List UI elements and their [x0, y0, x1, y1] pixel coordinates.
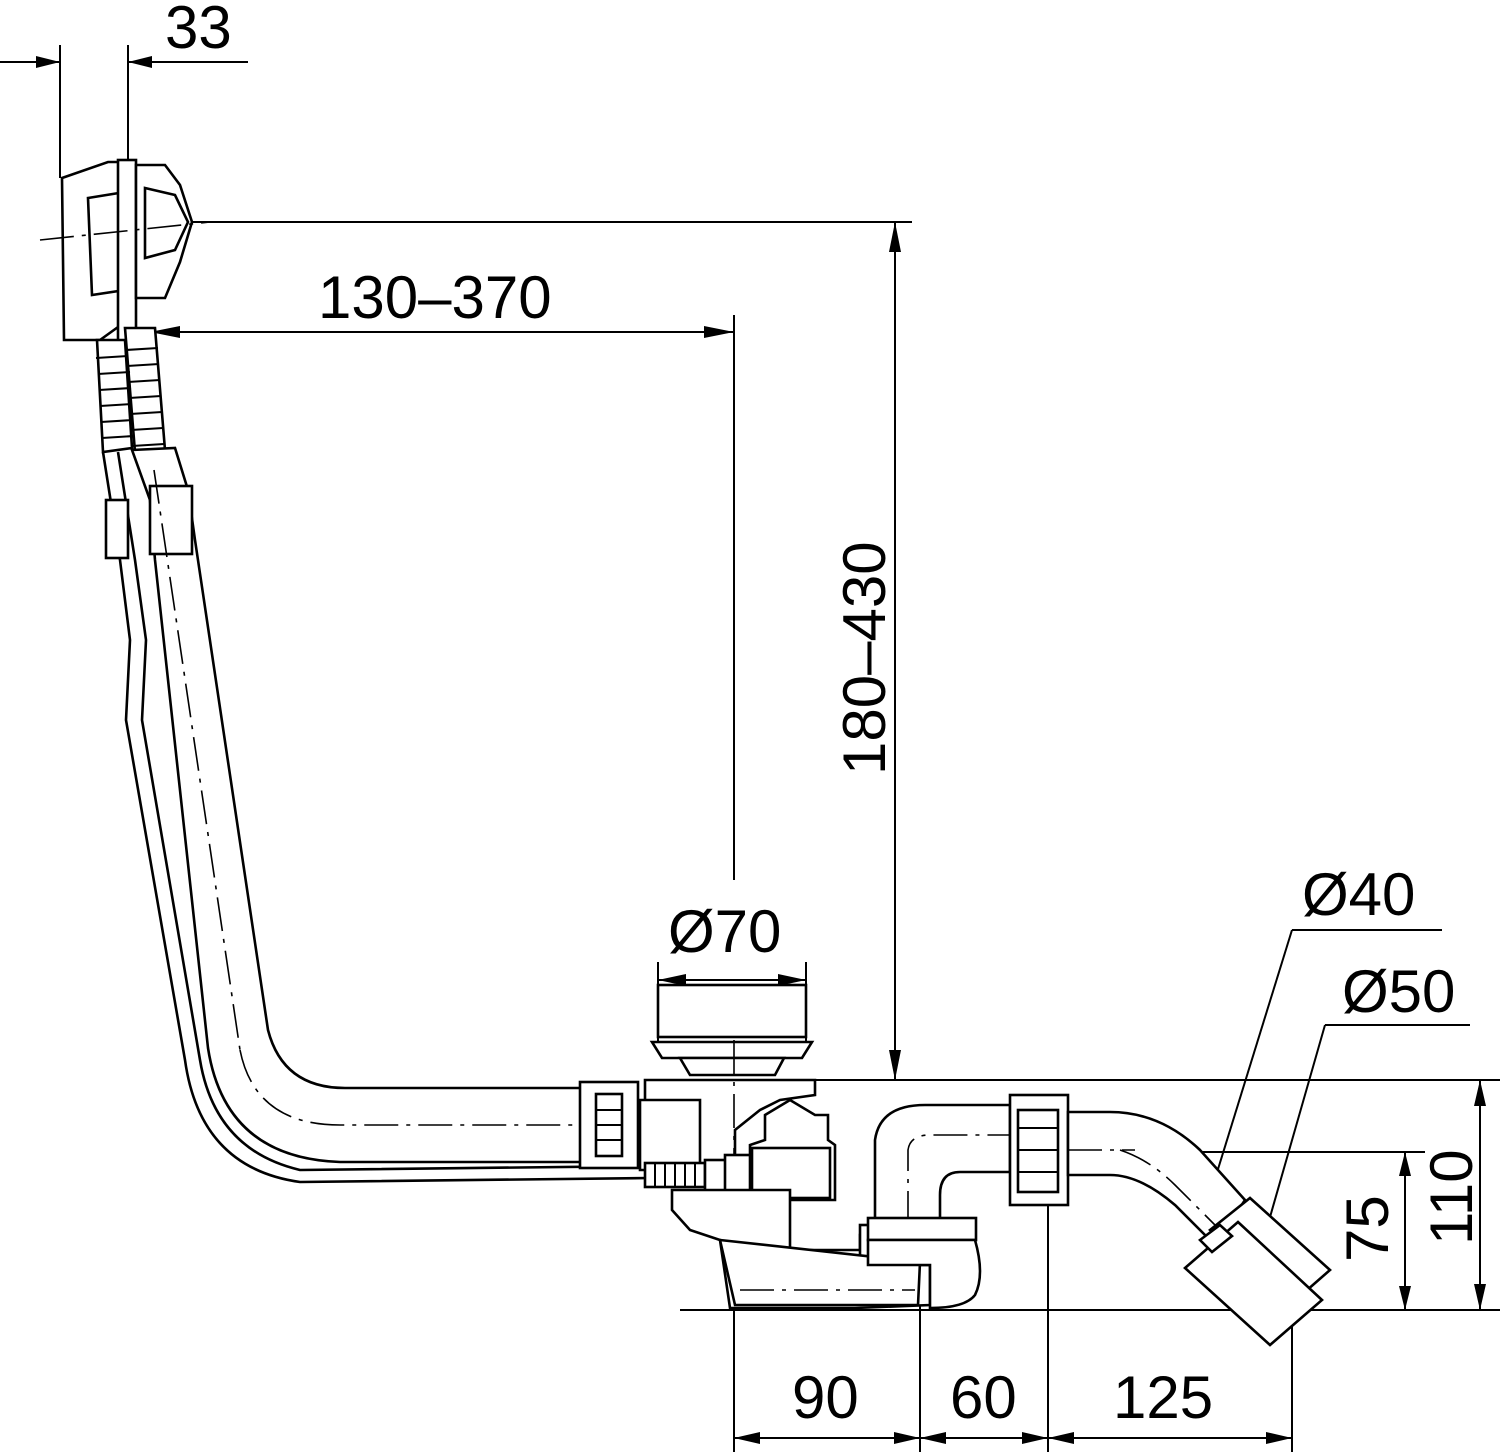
- dim-trap-height: 75: [1334, 1195, 1401, 1262]
- dim-horizontal-reach: 130–370: [318, 264, 552, 331]
- dimension-labels: 33 130–370 180–430 Ø70 Ø40 Ø50 75 110 90…: [165, 0, 1485, 1431]
- dim-pipe-diameter-50: Ø50: [1342, 958, 1455, 1025]
- dim-vertical-height: 180–430: [831, 541, 898, 775]
- bowden-cable: [101, 451, 651, 1184]
- dim-pipe-diameter-40: Ø40: [1302, 861, 1415, 928]
- outlet-trap-assembly: [578, 983, 1332, 1347]
- dim-bottom-span-90: 90: [792, 1364, 859, 1431]
- dim-bottom-span-125: 125: [1113, 1364, 1213, 1431]
- dim-total-height: 110: [1418, 1149, 1485, 1245]
- dim-bottom-span-60: 60: [950, 1364, 1017, 1431]
- flexible-hose-section: [95, 326, 167, 454]
- dim-outlet-diameter: Ø70: [668, 898, 781, 965]
- overflow-head: [39, 158, 211, 344]
- dim-overflow-width: 33: [165, 0, 232, 61]
- dimension-lines: [0, 45, 1500, 1452]
- overflow-pipe: [130, 446, 720, 1164]
